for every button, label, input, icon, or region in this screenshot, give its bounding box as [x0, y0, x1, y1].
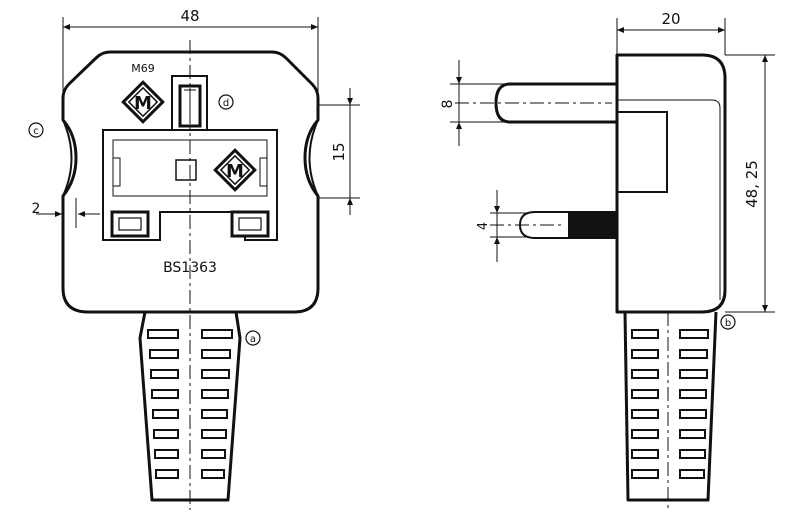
- left-grip-notch: [62, 119, 73, 197]
- svg-text:d: d: [223, 98, 229, 109]
- svg-text:M: M: [134, 93, 152, 114]
- height-dimension-label: 48, 25: [743, 160, 761, 208]
- svg-text:a: a: [250, 334, 256, 345]
- pin-dimension-label: 8: [440, 100, 456, 109]
- boot-grip-ribs: [147, 329, 233, 479]
- gap-dimension-label: 2: [32, 201, 41, 217]
- cable-boot-outline: [138, 311, 242, 502]
- depth-dimension-label: 20: [661, 10, 680, 28]
- side-body-outline: [615, 53, 727, 314]
- side-dimension-label: 15: [330, 142, 348, 161]
- ref-b-marker: [720, 314, 736, 330]
- right-grip-notch: [308, 119, 319, 197]
- ref-d-marker: [218, 94, 234, 110]
- side-inner-panel: [616, 111, 668, 193]
- earth-pin: [494, 82, 617, 124]
- live-pin-slot: [230, 210, 270, 238]
- small-pin-dimension-label: 4: [476, 222, 491, 230]
- plug-body-outline: [61, 50, 320, 314]
- ref-a-marker: [245, 330, 261, 346]
- standard-label: BS1363: [163, 260, 217, 276]
- approval-logo-top: M: [121, 80, 165, 124]
- pin-insulation-sleeve: [568, 212, 617, 238]
- front-view: 48 M69 M d M: [28, 7, 360, 510]
- neutral-pin-slot: [110, 210, 150, 238]
- approval-logo-right: M: [213, 148, 257, 192]
- shutter-window: [175, 159, 197, 181]
- side-view: 20 8 4 48, 25: [440, 10, 775, 510]
- svg-text:b: b: [725, 318, 731, 329]
- mark-code: M69: [131, 62, 155, 75]
- svg-text:c: c: [33, 126, 39, 137]
- svg-text:M: M: [226, 161, 244, 182]
- side-boot-ribs: [631, 329, 709, 479]
- ref-c-marker: [28, 122, 44, 138]
- width-dimension-label: 48: [180, 7, 199, 25]
